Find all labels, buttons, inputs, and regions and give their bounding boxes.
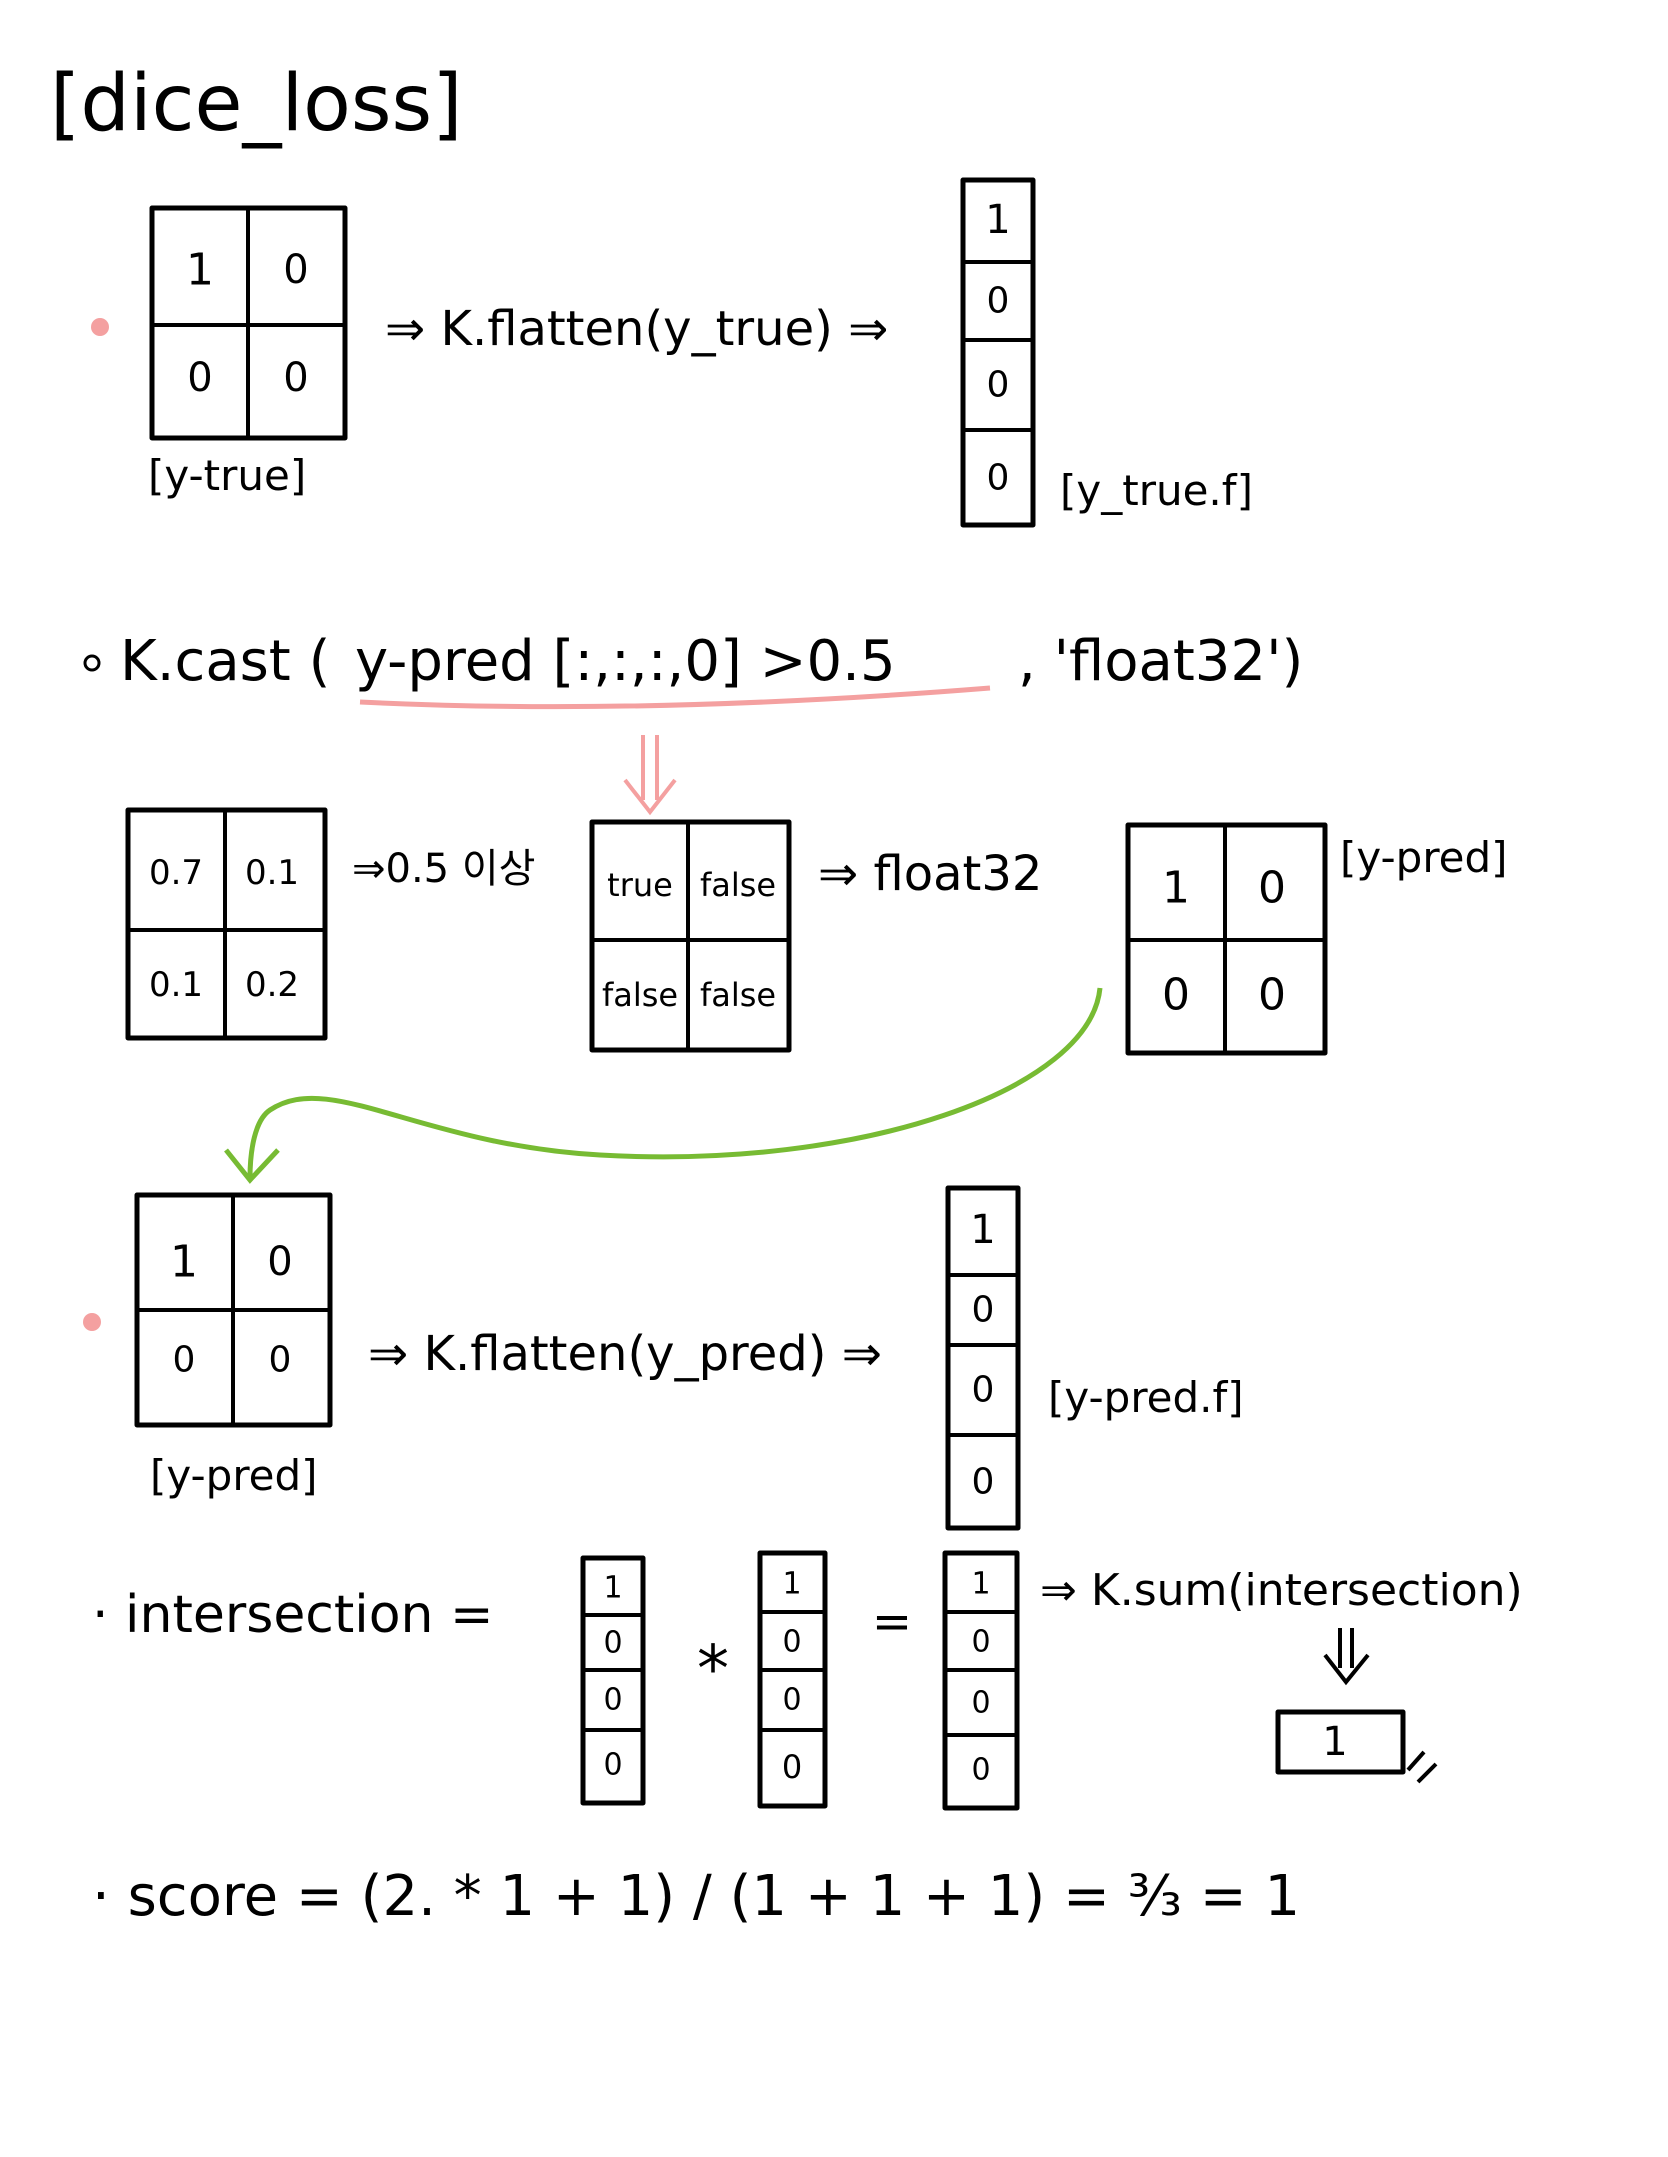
grid-cell: 0.1	[245, 853, 299, 893]
y-pred-f-vector: 1 0 0 0	[945, 1185, 1021, 1531]
grid-cell: 1	[186, 245, 214, 296]
y-pred-output-grid: 1 0 0 0	[1125, 822, 1328, 1056]
down-arrow-icon	[1323, 1628, 1370, 1686]
intersection-label: · intersection =	[92, 1585, 494, 1645]
underline-highlight	[359, 685, 991, 710]
float32-op: ⇒ float32	[818, 846, 1042, 902]
intersection-vector-b: 1 0 0 0	[757, 1550, 828, 1809]
grid-cell: false	[700, 976, 776, 1014]
intersection-vector-c: 1 0 0 0	[942, 1550, 1020, 1811]
cast-prefix: K.cast (	[120, 629, 330, 694]
vector-cell: 1	[985, 197, 1010, 243]
vector-cell: 0	[987, 458, 1010, 499]
grid-cell: 0	[187, 355, 212, 401]
vector-cell: 0	[971, 1753, 990, 1788]
equals-sign: =	[872, 1594, 912, 1650]
vector-cell: 0	[971, 1625, 990, 1660]
vector-cell: 0	[972, 1462, 995, 1503]
grid-cell: 0	[1258, 970, 1286, 1021]
cast-expr: y-pred [:,:,:,0] >0.5	[355, 629, 896, 694]
grid-cell: 0	[267, 1239, 292, 1285]
bullet-pink-1	[91, 318, 109, 336]
vector-cell: 0	[782, 1683, 801, 1718]
y-true-f-vector: 1 0 0 0	[960, 177, 1036, 528]
grid-cell: 0	[173, 1340, 196, 1381]
vector-cell: 1	[603, 1571, 622, 1606]
vector-cell: 0	[972, 1370, 995, 1411]
grid-cell: 0	[1162, 970, 1190, 1021]
grid-cell: 0.7	[149, 853, 203, 893]
pink-down-arrow-icon	[623, 735, 677, 816]
y-true-grid-label: [y-true]	[148, 451, 306, 500]
vector-cell: 0	[782, 1625, 801, 1660]
bullet-pink-2	[83, 1313, 101, 1331]
green-curved-arrow-icon	[224, 987, 1103, 1184]
multiply-sign: *	[697, 1633, 729, 1707]
sum-op: ⇒ K.sum(intersection)	[1040, 1565, 1523, 1616]
vector-cell: 0	[603, 1683, 622, 1718]
grid-cell: 0.2	[245, 965, 299, 1005]
sum-result-value: 1	[1322, 1719, 1347, 1765]
threshold-op: ⇒0.5 이상	[352, 846, 535, 892]
y-pred-grid: 1 0 0 0	[134, 1192, 333, 1428]
vector-cell: 0	[987, 365, 1010, 406]
vector-cell: 0	[603, 1626, 622, 1661]
grid-cell: false	[602, 976, 678, 1014]
grid-cell: 0	[283, 355, 308, 401]
bullet-1	[83, 654, 101, 672]
y-pred-output-label: [y-pred]	[1340, 833, 1508, 882]
grid-cell: 0	[283, 247, 308, 293]
vector-cell: 1	[971, 1567, 990, 1602]
prediction-input-grid: 0.7 0.1 0.1 0.2	[125, 807, 328, 1041]
grid-cell: 0	[269, 1340, 292, 1381]
vector-cell: 0	[972, 1290, 995, 1331]
vector-cell: 1	[782, 1567, 801, 1602]
flatten-y-true-op: ⇒ K.flatten(y_true) ⇒	[385, 301, 888, 357]
flatten-y-pred-op: ⇒ K.flatten(y_pred) ⇒	[368, 1326, 882, 1382]
sum-result-box: 1	[1275, 1709, 1438, 1784]
grid-cell: 0	[1258, 863, 1286, 914]
grid-cell: false	[700, 866, 776, 904]
grid-cell: 1	[1162, 863, 1190, 914]
intersection-vector-a: 1 0 0 0	[580, 1555, 646, 1806]
boolean-grid: true false false false	[589, 819, 792, 1053]
y-true-grid: 1 0 0 0	[149, 205, 348, 441]
grid-cell: 1	[170, 1237, 198, 1288]
y-pred-f-label: [y-pred.f]	[1048, 1373, 1244, 1422]
cast-suffix: , 'float32')	[1018, 629, 1303, 694]
y-true-f-label: [y_true.f]	[1060, 466, 1253, 515]
page-title: [dice_loss]	[50, 59, 463, 149]
vector-cell: 1	[970, 1207, 995, 1253]
grid-cell: true	[607, 866, 673, 904]
vector-cell: 0	[971, 1686, 990, 1721]
vector-cell: 0	[603, 1748, 622, 1783]
vector-cell: 0	[987, 281, 1010, 322]
grid-cell: 0.1	[149, 965, 203, 1005]
score-formula: · score = (2. * 1 + 1) / (1 + 1 + 1) = ³…	[92, 1864, 1300, 1929]
vector-cell: 0	[782, 1748, 802, 1786]
y-pred-grid-label: [y-pred]	[150, 1451, 318, 1500]
